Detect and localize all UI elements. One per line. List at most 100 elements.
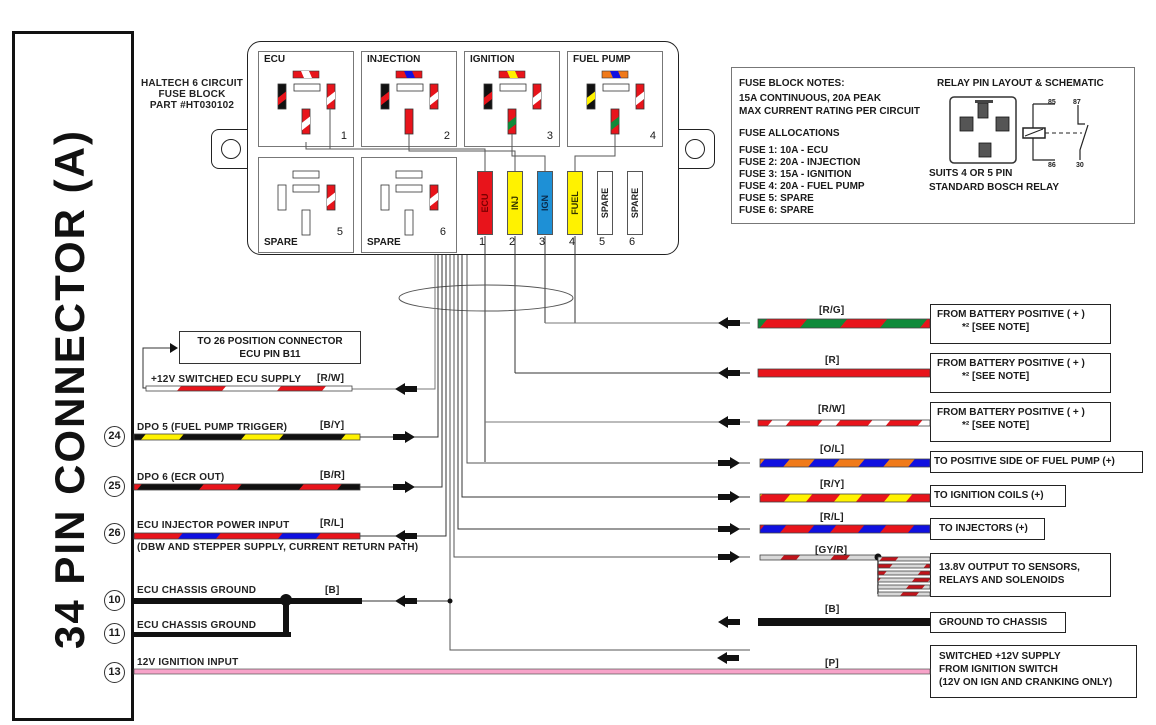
wire-line <box>305 142 486 171</box>
wire-line <box>453 255 750 558</box>
wire-ign-input <box>133 668 931 675</box>
arrow-right-icon <box>170 343 178 353</box>
arrow-left-icon <box>395 383 417 395</box>
relay-pinout-pad <box>977 102 989 119</box>
relay-pin-stripe <box>611 116 619 131</box>
wire-code: [B/Y] <box>320 420 345 431</box>
wire-line <box>457 255 750 530</box>
relay-pin-stripe <box>327 91 335 106</box>
wire-code: [O/L] <box>820 444 845 455</box>
wire-label-ign-input: 12V IGNITION INPUT <box>137 657 239 668</box>
relay-pin <box>292 184 320 193</box>
relay-pin <box>277 184 287 211</box>
relay-title: IGNITION <box>470 54 515 65</box>
wire-r-y <box>759 493 931 503</box>
wire-line <box>461 255 750 498</box>
fuse-5: SPARE <box>597 171 613 235</box>
relay-pin-stripe <box>507 71 518 78</box>
arrow-left-icon <box>717 652 739 664</box>
dest-ground-chassis: GROUND TO CHASSIS <box>930 612 1066 633</box>
wire-line <box>511 134 546 171</box>
arrow-left-icon <box>395 595 417 607</box>
dest-line: TO INJECTORS (+) <box>939 523 1028 534</box>
wire-line <box>1079 124 1089 160</box>
dest-sensor-output: 13.8V OUTPUT TO SENSORS, RELAYS AND SOLE… <box>930 553 1111 597</box>
pin-26: 26 <box>104 523 125 544</box>
wire-label-ecu-supply: +12V SWITCHED ECU SUPPLY <box>151 374 302 385</box>
wire-dpo5 <box>133 433 361 441</box>
fuse-3: IGN <box>537 171 553 235</box>
dest-note: *² [SEE NOTE] <box>962 420 1030 431</box>
relay-pin <box>404 209 414 236</box>
relay-pin-number: 86 <box>1048 162 1056 169</box>
wire-chassis-ground-2 <box>134 632 291 637</box>
ecu-b11-line: ECU PIN B11 <box>239 349 301 360</box>
relay-pin-stripe <box>381 91 389 106</box>
dest-battery-positive-3: FROM BATTERY POSITIVE ( + ) *² [SEE NOTE… <box>930 402 1111 442</box>
wire-gy-r-branch <box>877 591 931 597</box>
relay-pin <box>380 184 390 211</box>
wire-injector-power <box>133 532 361 540</box>
wire-label-dpo6: DPO 6 (ECR OUT) <box>137 472 225 483</box>
dest-line: SWITCHED +12V SUPPLY <box>939 651 1061 662</box>
fuse-number: 2 <box>509 236 516 248</box>
arrow-left-icon <box>718 317 740 329</box>
dest-note: *² [SEE NOTE] <box>962 371 1030 382</box>
wire-gy-r-branch <box>877 563 931 569</box>
fuse-allocation: FUSE 3: 15A - IGNITION <box>739 169 852 180</box>
wire-code: [R/W] <box>317 373 345 384</box>
mount-hole-icon <box>685 139 705 159</box>
ecu-b11-line: TO 26 POSITION CONNECTOR <box>197 336 343 347</box>
notes-alloc-heading: FUSE ALLOCATIONS <box>739 128 840 139</box>
relay-suits-line: STANDARD BOSCH RELAY <box>929 182 1060 193</box>
relay-pin <box>404 108 414 135</box>
relay-pinout-pad <box>975 100 993 103</box>
fuse-block-title-line: FUSE BLOCK <box>158 89 226 100</box>
relay-pin-number: 87 <box>1073 99 1081 106</box>
relay-title: INJECTION <box>367 54 421 65</box>
fuse-number: 5 <box>599 236 606 248</box>
arrow-right-icon <box>393 481 415 493</box>
fuse-allocation: FUSE 2: 20A - INJECTION <box>739 157 861 168</box>
relay-title: SPARE <box>367 237 401 248</box>
wire-r-w <box>757 419 931 427</box>
wire-code: [B/R] <box>320 470 345 481</box>
wire-ground-link <box>283 600 289 637</box>
fuse-number: 6 <box>629 236 636 248</box>
pin-25: 25 <box>104 476 125 497</box>
wire-gy-r <box>759 554 879 561</box>
mount-hole-icon <box>221 139 241 159</box>
wire-code: [R/W] <box>818 404 846 415</box>
relay-pinout-outline <box>949 96 1017 164</box>
arrow-right-icon <box>718 551 740 563</box>
relay-pin-stripe <box>430 192 438 207</box>
dest-battery-positive-2: FROM BATTERY POSITIVE ( + ) *² [SEE NOTE… <box>930 353 1111 393</box>
fuse-allocation: FUSE 6: SPARE <box>739 205 814 216</box>
relay-pin <box>293 83 321 92</box>
dest-line: TO IGNITION COILS (+) <box>934 490 1044 501</box>
dest-line: (12V ON IGN AND CRANKING ONLY) <box>939 677 1113 688</box>
relay-pin <box>396 83 424 92</box>
relay-pin-stripe <box>430 91 438 106</box>
notes-heading: FUSE BLOCK NOTES: <box>739 78 845 89</box>
wire-o-l <box>759 458 931 468</box>
pin-10: 10 <box>104 590 125 611</box>
fuse-allocation: FUSE 1: 10A - ECU <box>739 145 829 156</box>
wire-label-chassis-ground: ECU CHASSIS GROUND <box>137 585 257 596</box>
relay-heading: RELAY PIN LAYOUT & SCHEMATIC <box>937 78 1104 89</box>
relay-number: 6 <box>439 226 446 238</box>
relay-pinout-pad <box>978 142 992 158</box>
wire-line <box>142 347 170 389</box>
wire-gy-r-branch <box>877 556 931 562</box>
relay-pin-stripe <box>301 71 312 78</box>
arrow-left-icon <box>718 416 740 428</box>
dest-line: GROUND TO CHASSIS <box>939 617 1048 628</box>
dest-line: FROM BATTERY POSITIVE ( + ) <box>937 407 1085 418</box>
relay-pin-stripe <box>484 91 492 106</box>
wire-line <box>449 255 750 651</box>
relay-number: 1 <box>340 130 347 142</box>
wire-r-g <box>757 318 931 329</box>
relay-pinout-pad <box>959 116 974 132</box>
fuse-6: SPARE <box>627 171 643 235</box>
relay-number: 3 <box>546 130 553 142</box>
